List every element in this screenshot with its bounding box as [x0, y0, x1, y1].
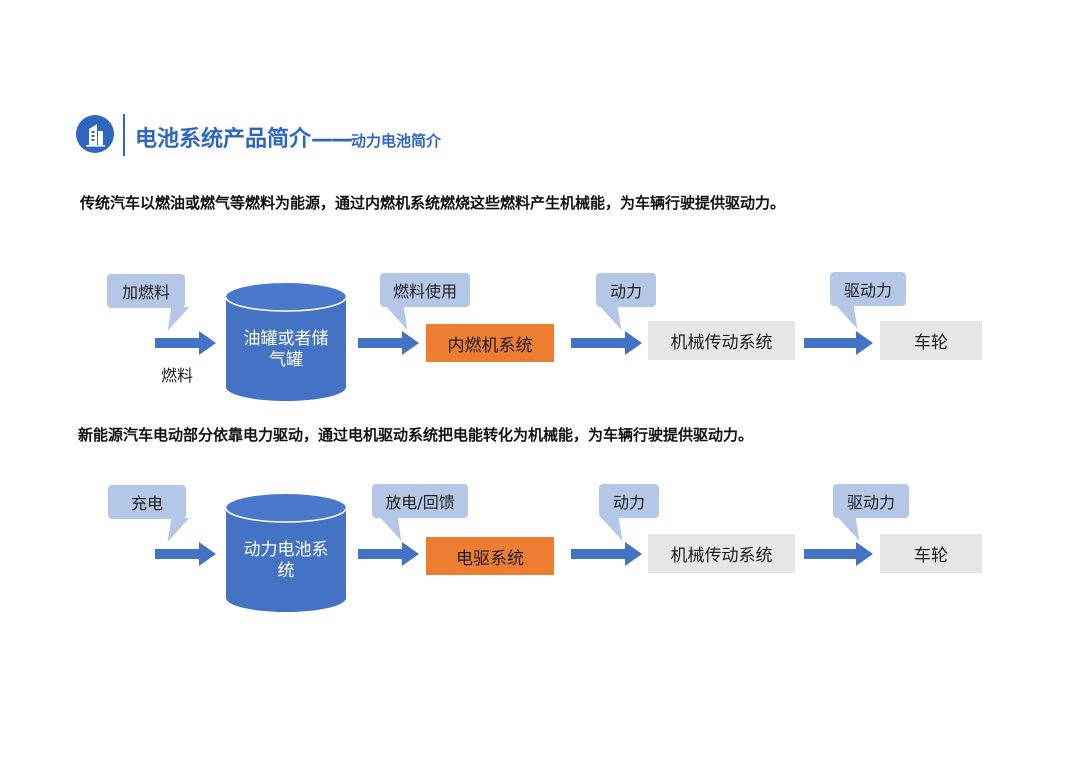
bubble-tail [599, 306, 631, 330]
bubble-drive-force: 驱动力 [833, 484, 909, 518]
flow-arrow-8 [804, 541, 874, 567]
flow-arrow-6 [358, 541, 420, 567]
cylinder-label-line2: 统 [277, 561, 295, 581]
cylinder-label-line1: 油罐或者储 [243, 329, 329, 349]
bubble-tail [837, 517, 869, 541]
flow-arrow-7 [571, 541, 643, 567]
bubble-discharge: 放电/回馈 [372, 484, 468, 518]
transmission-box: 机械传动系统 [648, 534, 795, 573]
transmission-box: 机械传动系统 [648, 321, 795, 360]
bubble-power: 动力 [599, 484, 659, 518]
bubble-tail [158, 307, 190, 331]
flow-arrow-4 [804, 330, 874, 356]
flow-arrow-1 [155, 330, 217, 356]
motor-drive-box: 电驱系统 [426, 537, 554, 575]
cylinder-label-line2: 气罐 [269, 350, 303, 370]
engine-system-box: 内燃机系统 [426, 324, 554, 362]
cylinder-label-line1: 动力电池系 [243, 540, 329, 560]
wheel-box: 车轮 [880, 321, 982, 360]
row1-description: 传统汽车以燃油或燃气等燃料为能源，通过内燃机系统燃烧这些燃料产生机械能，为车辆行… [80, 194, 786, 212]
fuel-input-label: 燃料 [161, 366, 194, 385]
bubble-power: 动力 [596, 273, 656, 307]
bubble-tail [385, 306, 417, 330]
title-main: 电池系统产品简介 [135, 127, 312, 152]
bubble-tail [835, 305, 867, 329]
flow-arrow-2 [358, 330, 420, 356]
page-title: 电池系统产品简介——动力电池简介 [135, 121, 441, 153]
building-icon [86, 124, 105, 147]
flow-arrow-3 [571, 330, 643, 356]
bubble-fuel-use: 燃料使用 [380, 273, 470, 307]
title-dash: —— [311, 127, 353, 152]
fuel-tank-cylinder: 油罐或者储 气罐 [226, 283, 346, 401]
wheel-box: 车轮 [880, 534, 982, 573]
row2-description: 新能源汽车电动部分依靠电力驱动，通过电机驱动系统把电能转化为机械能，为车辆行驶提… [78, 426, 754, 444]
bubble-tail [600, 517, 632, 541]
flow-arrow-5 [155, 541, 217, 567]
battery-cylinder: 动力电池系 统 [226, 494, 346, 612]
header-divider [123, 114, 125, 156]
bubble-drive-force: 驱动力 [830, 272, 906, 306]
bubble-tail [379, 517, 411, 541]
title-sub: 动力电池简介 [351, 132, 442, 150]
logo-badge [76, 115, 114, 153]
bubble-tail [158, 518, 190, 542]
bubble-charge: 充电 [108, 485, 186, 519]
bubble-add-fuel: 加燃料 [107, 274, 185, 308]
